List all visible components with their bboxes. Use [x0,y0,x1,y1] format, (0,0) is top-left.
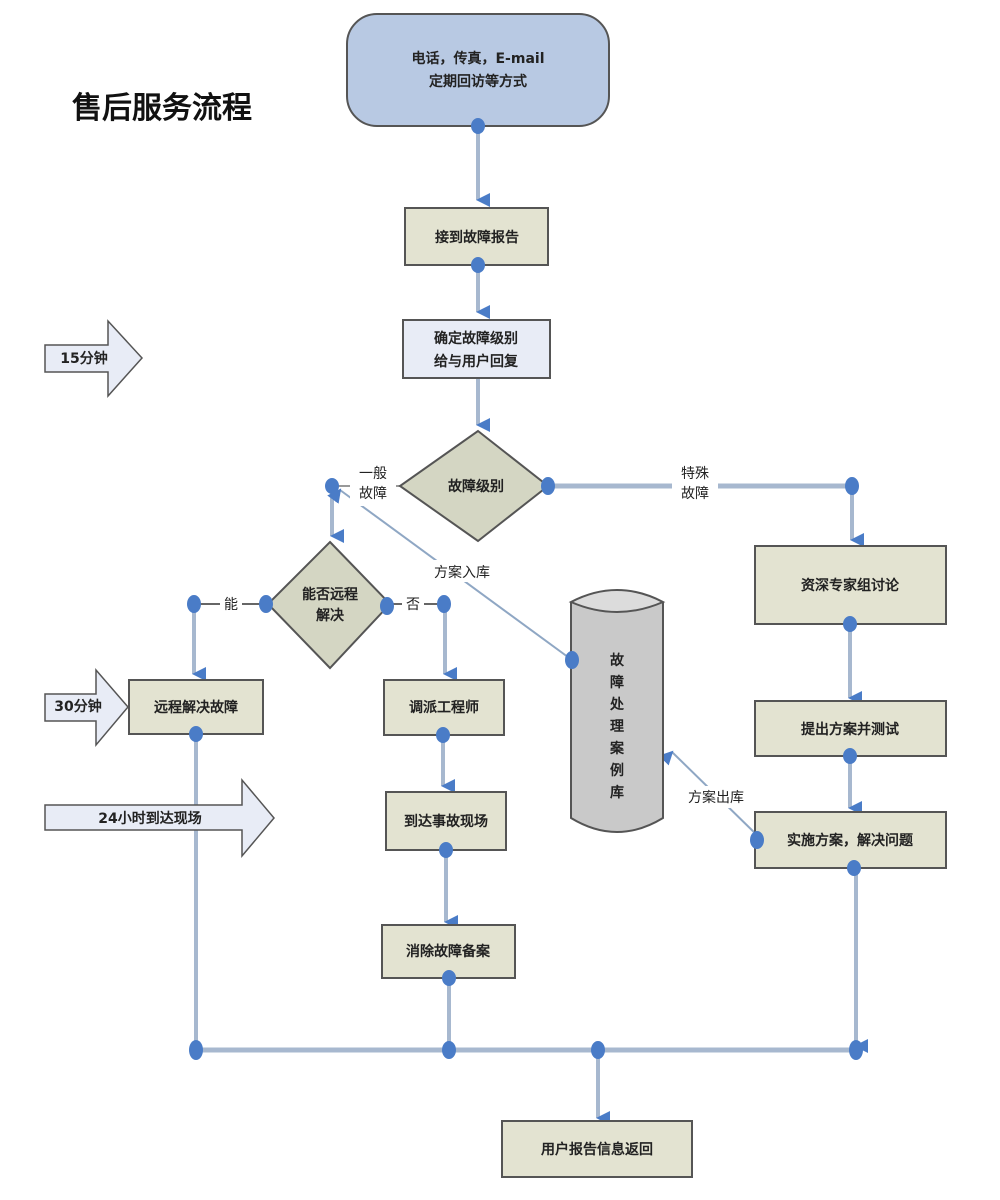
connector-dot [436,727,450,743]
determine-level-line-2: 给与用户回复 [434,353,519,370]
database-label-char: 理 [610,719,624,735]
yes-label: 能 [224,597,238,613]
process-expert-discussion: 资深专家组讨论 [754,545,947,625]
connector-dot [591,1041,605,1059]
connector-dot [439,842,453,858]
connector-dot [442,970,456,986]
user-report-return-label: 用户报告信息返回 [541,1141,653,1158]
can-remote-line-1: 能否远程 [302,586,358,603]
database-label-char: 故 [610,652,625,669]
connector-dot [325,478,339,494]
can-remote-line-2: 解决 [316,607,345,624]
connector-dot [541,477,555,495]
propose-test-label: 提出方案并测试 [801,721,899,738]
connector-dot [471,118,485,134]
database-label-char: 库 [610,784,624,801]
solution-out-label: 方案出库 [688,789,744,806]
connector-dot [750,831,764,849]
decision-fault-level: 故障级别 [398,429,550,543]
database-label-char: 例 [610,762,624,779]
connector-dot [187,595,201,613]
process-determine-level: 确定故障级别 给与用户回复 [402,319,551,379]
time-arrow-24h-label: 24小时到达现场 [98,810,201,827]
process-user-report-return: 用户报告信息返回 [501,1120,693,1178]
connector-dot [843,748,857,764]
process-eliminate-record: 消除故障备案 [381,924,516,979]
database-label-char: 处 [609,696,625,713]
expert-discussion-label: 资深专家组讨论 [801,577,900,594]
solution-out-label-bg [678,786,754,808]
connector-dot [442,1041,456,1059]
start-node-line-2: 定期回访等方式 [429,73,527,90]
process-propose-test: 提出方案并测试 [754,700,947,757]
time-arrow-15min-label: 15分钟 [60,350,107,367]
connector-dot [843,616,857,632]
database-label-char: 障 [610,674,624,691]
process-dispatch-engineer: 调派工程师 [383,679,505,736]
arrive-site-label: 到达事故现场 [404,813,488,830]
start-node-line-1: 电话，传真，E-mail [411,50,544,67]
process-implement-solve: 实施方案，解决问题 [754,811,947,869]
remote-fix-label: 远程解决故障 [154,699,238,716]
time-arrow-30min-label: 30分钟 [54,698,101,715]
process-remote-fix: 远程解决故障 [128,679,264,735]
connector-dot [189,1040,203,1060]
time-arrow-30min: 30分钟 [44,667,129,748]
database-case-library: 故障处理案例库 [568,589,666,833]
connector-dot [845,477,859,495]
time-arrow-24h: 24小时到达现场 [44,777,275,859]
special-fault-label-1: 特殊 [681,466,709,482]
receive-report-label: 接到故障报告 [435,229,519,246]
start-node: 电话，传真，E-mail 定期回访等方式 [346,13,610,127]
general-fault-label-1: 一般 [359,466,387,482]
special-fault-label-2: 故障 [681,486,709,502]
solution-in-label-bg [424,560,500,582]
process-arrive-site: 到达事故现场 [385,791,507,851]
decision-can-remote: 能否远程 解决 [266,540,392,670]
implement-solve-label: 实施方案，解决问题 [787,832,914,849]
page-title: 售后服务流程 [72,91,252,126]
yes-label-bg [220,594,242,614]
special-fault-label-bg [672,462,718,506]
dispatch-engineer-label: 调派工程师 [409,699,479,716]
process-receive-report: 接到故障报告 [404,207,549,266]
connector-dot [849,1040,863,1060]
connector-dot [847,860,861,876]
solution-in-label: 方案入库 [434,564,490,581]
no-label: 否 [406,597,420,613]
general-fault-label-bg [350,462,396,506]
connector-dot [259,595,273,613]
connector-dot [380,597,394,615]
database-label-char: 案 [609,740,625,757]
connector-dot [471,257,485,273]
database-label: 故障处理案例库 [609,652,625,801]
determine-level-line-1: 确定故障级别 [434,330,518,347]
time-arrow-15min: 15分钟 [44,319,144,398]
general-fault-label-2: 故障 [359,486,387,502]
fault-level-label: 故障级别 [448,478,504,495]
connector-dots [187,118,863,1060]
connector-dot [437,595,451,613]
eliminate-record-label: 消除故障备案 [406,943,491,960]
connector-dot [189,726,203,742]
connector-dot [565,651,579,669]
no-label-bg [402,594,424,614]
